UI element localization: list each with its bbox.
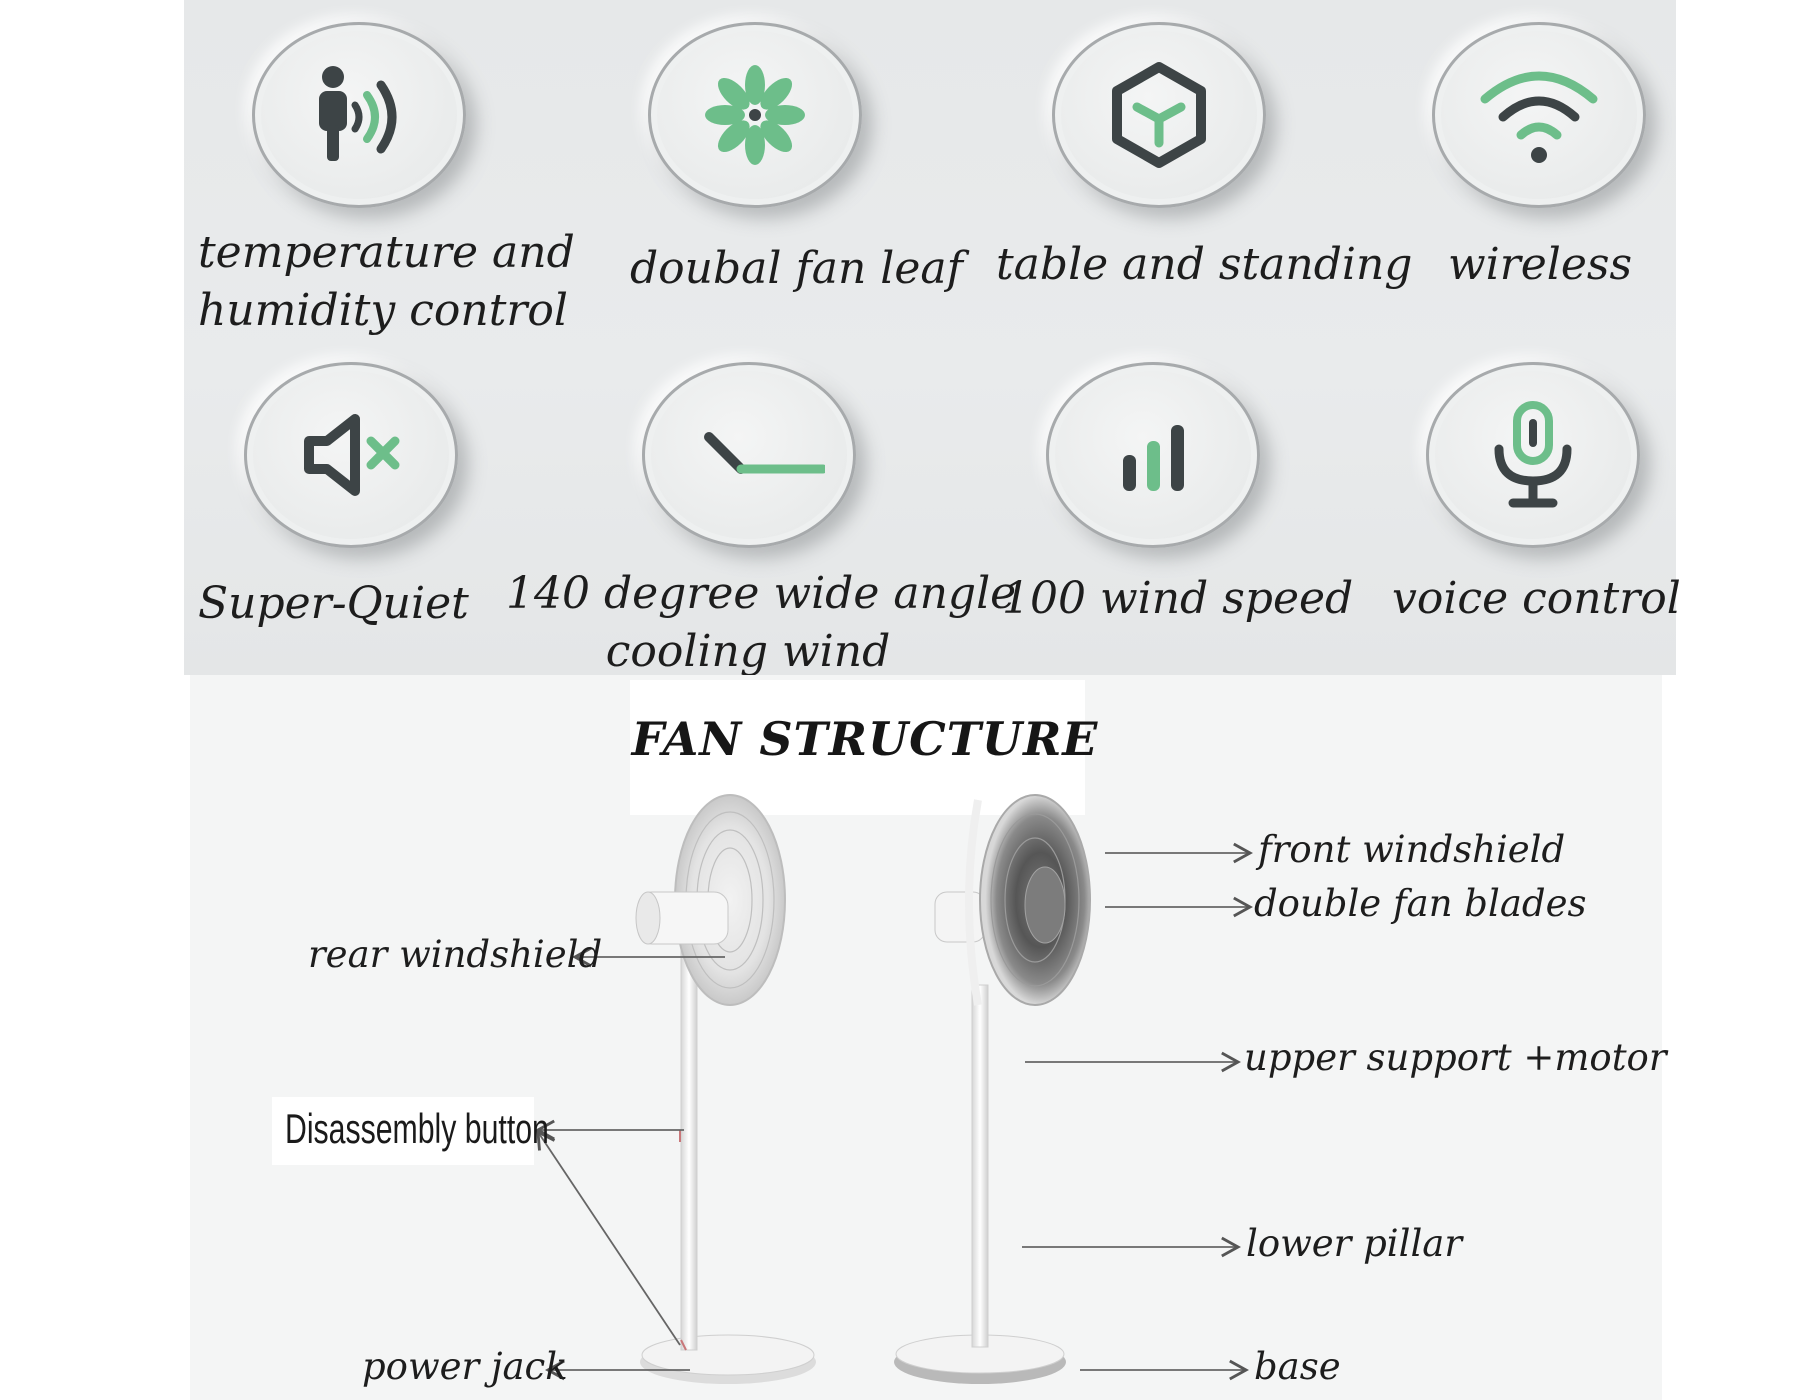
feature-badge	[1052, 22, 1266, 208]
feature-label: table and standing	[996, 239, 1413, 290]
title-plate	[630, 680, 1085, 815]
feature-badge	[648, 22, 862, 208]
signal-bars-icon	[1123, 425, 1184, 491]
callout-power-jack: power jack	[362, 1345, 568, 1388]
callout-base: base	[1254, 1345, 1341, 1388]
callout-upper-support-motor: upper support +motor	[1244, 1036, 1667, 1079]
feature-label: temperature and humidity control	[198, 227, 575, 336]
callout-lower-pillar: lower pillar	[1246, 1222, 1463, 1265]
callout-rear-windshield: rear windshield	[308, 933, 603, 976]
feature-badge	[1426, 362, 1640, 548]
feature-label: Super-Quiet	[198, 578, 469, 629]
disassembly-label-plate	[272, 1097, 534, 1165]
feature-badge	[642, 362, 856, 548]
feature-badge	[1432, 22, 1646, 208]
microphone-icon	[1494, 401, 1572, 508]
callout-front-windshield: front windshield	[1258, 828, 1566, 871]
section-title: FAN STRUCTURE	[631, 712, 1099, 766]
speaker-mute-icon	[304, 414, 400, 496]
feature-label: voice control	[1392, 573, 1681, 624]
callout-double-fan-blades: double fan blades	[1254, 882, 1587, 925]
feature-badge	[1046, 362, 1260, 548]
person-sound-waves-icon	[319, 66, 397, 161]
flower-fan-leaf-icon	[705, 65, 805, 165]
wifi-icon	[1480, 71, 1598, 163]
wide-angle-icon	[704, 432, 825, 474]
feature-badge	[244, 362, 458, 548]
feature-badge	[252, 22, 466, 208]
cube-icon	[1112, 62, 1206, 168]
feature-label: 140 degree wide angle cooling wind	[506, 568, 1017, 677]
feature-label: wireless	[1448, 239, 1633, 290]
feature-label: 100 wind speed	[1002, 573, 1354, 624]
feature-label: doubal fan leaf	[630, 243, 963, 294]
callout-disassembly-button: Disassembly button	[285, 1105, 549, 1152]
